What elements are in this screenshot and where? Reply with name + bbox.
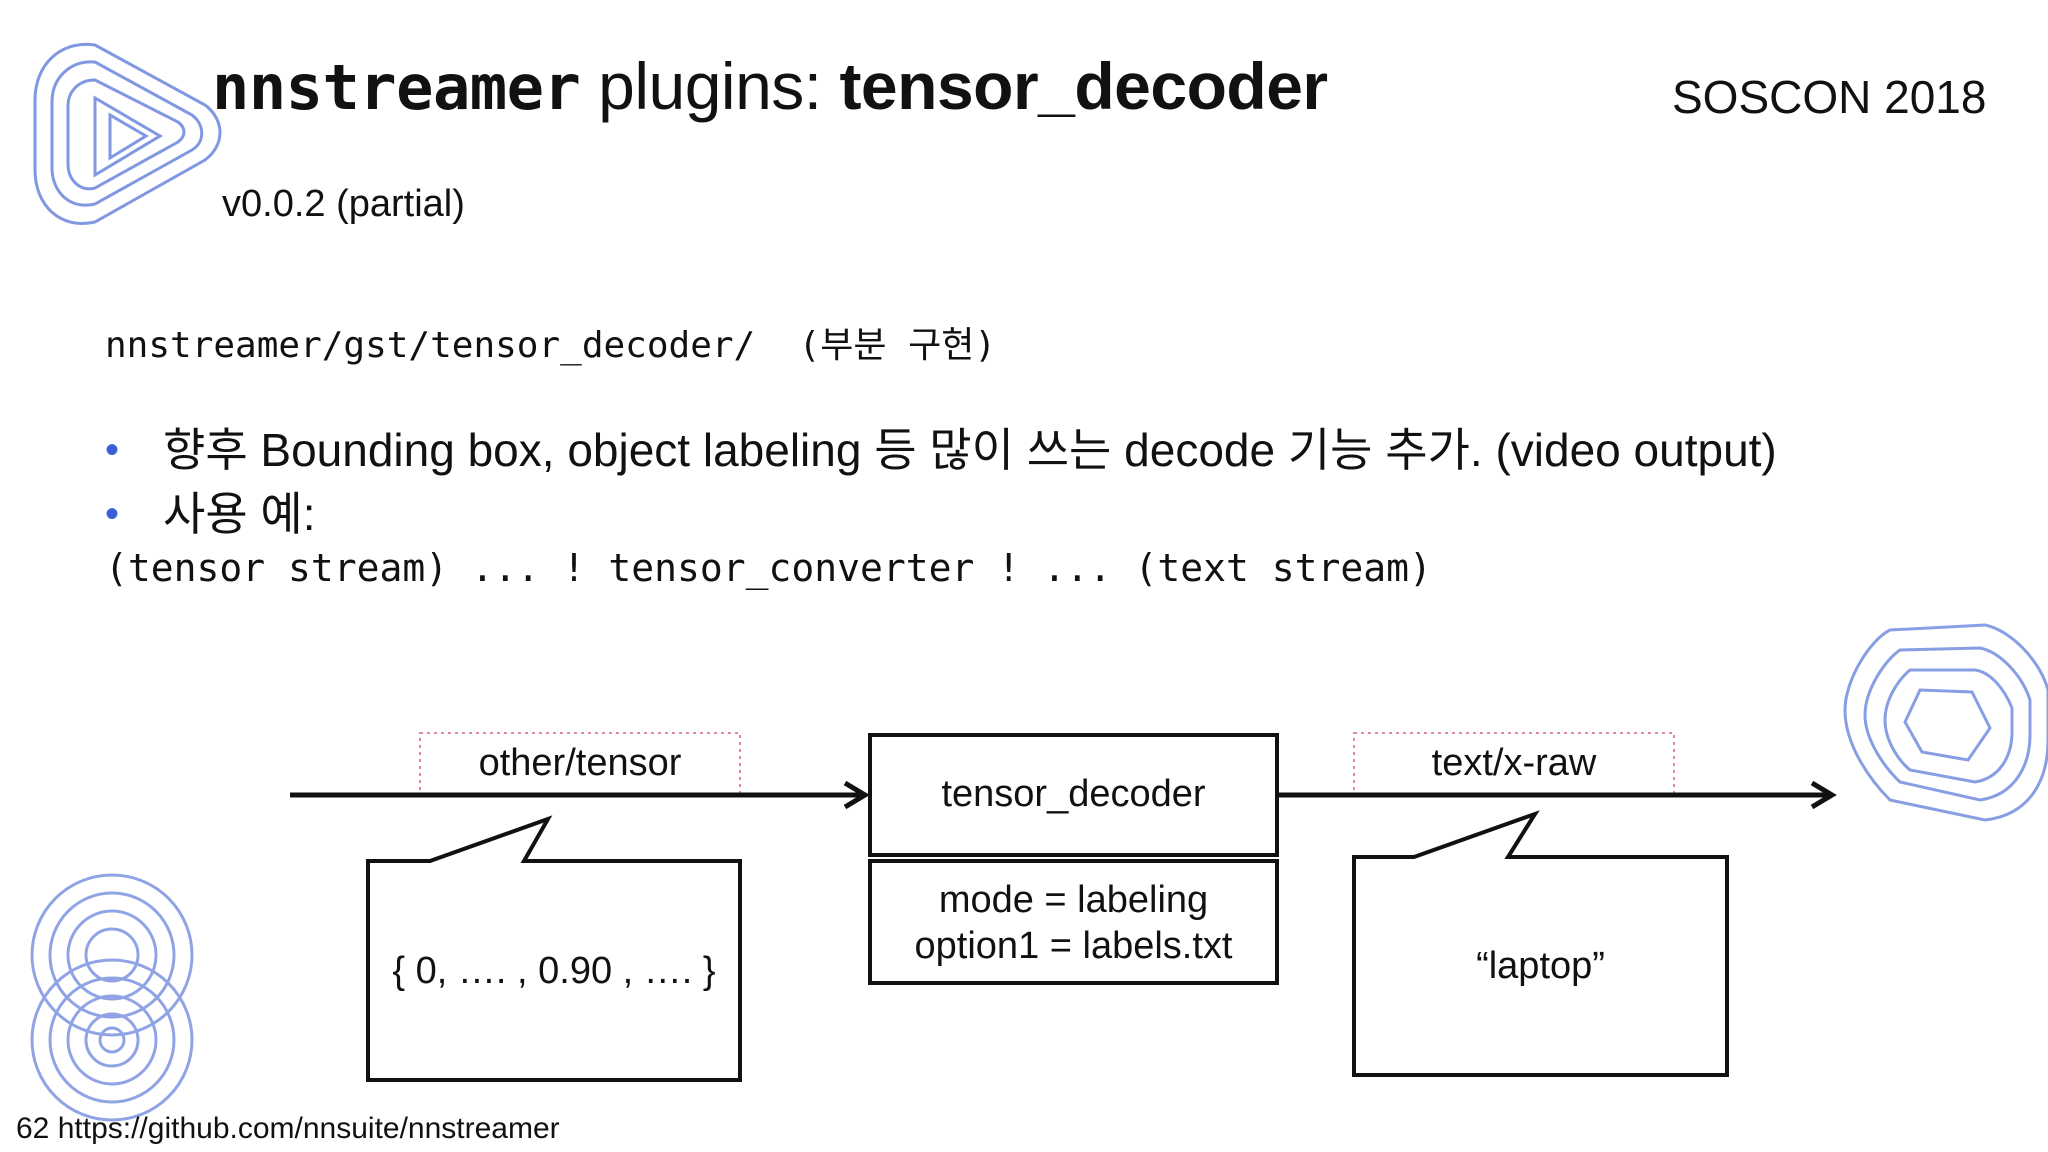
- pipeline-arrows: [290, 780, 1837, 810]
- output-caps-label: text/x-raw: [1431, 742, 1597, 784]
- input-caps-label: other/tensor: [478, 742, 682, 784]
- title-plugin-name: tensor_decoder: [839, 49, 1328, 123]
- output-arrow-head: [1810, 780, 1837, 810]
- pipeline-example: (tensor stream) ... ! tensor_converter !…: [105, 546, 1432, 590]
- output-callout-text: “laptop”: [1476, 945, 1605, 987]
- decoder-properties-box: [868, 859, 1279, 985]
- bullet-item: 향후 Bounding box, object labeling 등 많이 쓰는…: [105, 418, 1777, 482]
- output-callout-shape: [1352, 810, 1729, 1077]
- slide-title: nnstreamer plugins: tensor_decoder: [212, 48, 1328, 124]
- page-number: 62: [16, 1112, 50, 1145]
- bullet-list: 향후 Bounding box, object labeling 등 많이 쓰는…: [105, 418, 1777, 546]
- decoder-element-box: [868, 733, 1279, 857]
- nnstreamer-play-logo-icon: [33, 42, 222, 225]
- input-callout-shape: [366, 815, 742, 1082]
- slide-footer: 62 https://github.com/nnsuite/nnstreamer: [16, 1112, 560, 1146]
- decoder-element-label: tensor_decoder: [941, 773, 1206, 815]
- title-plugins-text: plugins:: [580, 49, 840, 123]
- title-project-name: nnstreamer: [212, 51, 581, 124]
- bullet-item: 사용 예:: [105, 482, 1777, 546]
- hexagon-logo-icon: [1843, 623, 2048, 822]
- version-label: v0.0.2 (partial): [222, 183, 465, 225]
- input-callout-text: { 0, …. , 0.90 , …. }: [392, 950, 716, 992]
- footer-url[interactable]: https://github.com/nnsuite/nnstreamer: [57, 1112, 560, 1145]
- event-label: SOSCON 2018: [1672, 71, 1987, 123]
- decoder-properties: mode = labeling option1 = labels.txt: [870, 877, 1277, 969]
- source-path: nnstreamer/gst/tensor_decoder/ (부분 구현): [105, 325, 997, 366]
- decoder-property-option1: option1 = labels.txt: [914, 925, 1233, 967]
- decoder-property-mode: mode = labeling: [938, 879, 1209, 921]
- input-arrow-head: [843, 780, 870, 810]
- concentric-circles-logo-icon: [30, 873, 194, 1122]
